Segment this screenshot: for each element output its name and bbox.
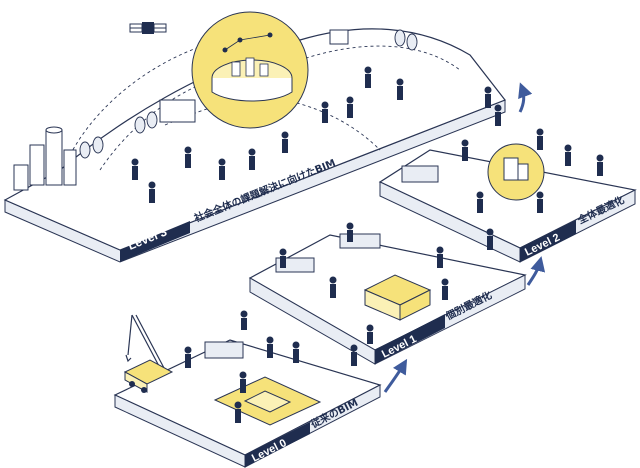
- arrow-icon: [383, 82, 546, 393]
- person-icon: [461, 128, 604, 250]
- level-2-platform: [378, 143, 637, 263]
- person-icon: [279, 222, 449, 344]
- truck-icon: [123, 359, 174, 393]
- city-icon: [13, 29, 349, 191]
- satellite-icon: [129, 22, 167, 34]
- tree-icon: [79, 29, 418, 159]
- person-icon: [184, 310, 358, 423]
- city-simulation-bubble: [191, 11, 309, 129]
- crane-icon: [125, 314, 165, 369]
- person-icon: [131, 66, 502, 203]
